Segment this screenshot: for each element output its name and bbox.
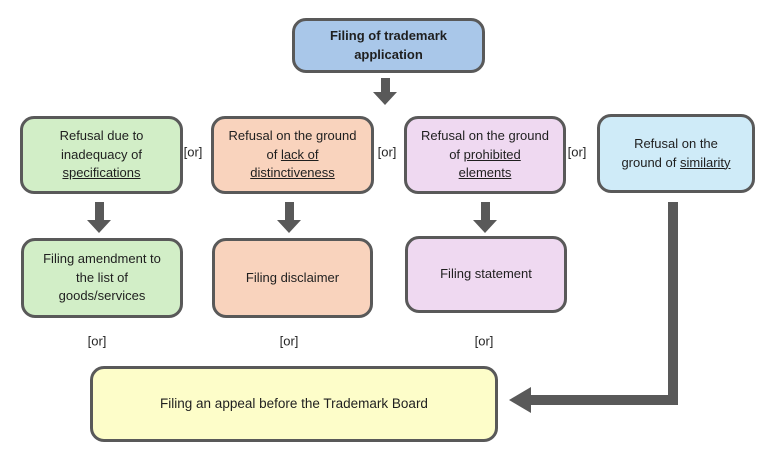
box-text: Filing amendment to the list of goods/se… xyxy=(43,250,161,307)
box-text-line: of prohibited xyxy=(421,146,549,165)
filing-application-box: Filing of trademark application xyxy=(292,18,485,73)
box-text-line: Refusal on the ground xyxy=(421,127,549,143)
arrow-stem xyxy=(380,78,390,92)
box-text-line: Filing of trademark xyxy=(329,27,448,43)
box-text-line: of lack of xyxy=(229,146,357,165)
box-text-line: elements xyxy=(458,165,512,181)
arrow-head-icon xyxy=(473,220,497,233)
arrow-down-from-distinctiveness xyxy=(277,202,301,233)
box-text: Refusal on the ground of lack of distinc… xyxy=(229,127,357,184)
arrow-head-icon xyxy=(87,220,111,233)
or-label: [or] xyxy=(279,333,299,349)
or-label: [or] xyxy=(87,333,107,349)
elbow-arrow-vertical xyxy=(668,202,678,405)
box-text-segment: of xyxy=(266,146,281,162)
box-text-line: Refusal due to xyxy=(59,127,144,143)
filing-amendment-box: Filing amendment to the list of goods/se… xyxy=(21,238,183,318)
arrow-down-from-application xyxy=(373,78,397,105)
or-label: [or] xyxy=(183,144,203,160)
box-text-segment-underlined: prohibited xyxy=(463,146,521,162)
refusal-distinctiveness-box: Refusal on the ground of lack of distinc… xyxy=(211,116,374,194)
box-text-segment: ground of xyxy=(621,154,680,170)
box-text: Filing of trademark application xyxy=(330,27,447,65)
refusal-similarity-box: Refusal on the ground of similarity xyxy=(597,114,755,193)
box-text: Refusal on the ground of prohibited elem… xyxy=(421,127,549,184)
box-text-line: Filing an appeal before the Trademark Bo… xyxy=(160,396,428,412)
box-text-line: the list of xyxy=(75,269,129,285)
filing-disclaimer-box: Filing disclaimer xyxy=(212,238,373,318)
box-text-line: Refusal on the ground xyxy=(228,127,357,143)
box-text-line: Filing amendment to xyxy=(43,250,161,266)
box-text-line: application xyxy=(354,46,423,62)
filing-appeal-box: Filing an appeal before the Trademark Bo… xyxy=(90,366,498,442)
box-text-segment: of xyxy=(449,146,464,162)
arrow-stem xyxy=(94,202,104,220)
box-text-line: Filing statement xyxy=(440,266,532,282)
box-text-line: distinctiveness xyxy=(250,165,335,181)
filing-statement-box: Filing statement xyxy=(405,236,567,313)
box-text-line: Refusal on the xyxy=(634,135,718,151)
box-text-line: goods/services xyxy=(58,288,146,304)
or-label: [or] xyxy=(474,333,494,349)
box-text-segment-underlined: lack of xyxy=(280,146,319,162)
box-text-line: specifications xyxy=(62,165,141,181)
arrow-head-icon xyxy=(277,220,301,233)
arrow-head-left-icon xyxy=(509,387,531,413)
refusal-specifications-box: Refusal due to inadequacy of specificati… xyxy=(20,116,183,194)
box-text: Refusal on the ground of similarity xyxy=(621,135,730,173)
arrow-stem xyxy=(480,202,490,220)
box-text: Refusal due to inadequacy of specificati… xyxy=(60,127,144,184)
refusal-prohibited-box: Refusal on the ground of prohibited elem… xyxy=(404,116,566,194)
or-label: [or] xyxy=(377,144,397,160)
arrow-down-from-specifications xyxy=(87,202,111,233)
box-text-line: ground of similarity xyxy=(621,154,730,173)
arrow-down-from-prohibited xyxy=(473,202,497,233)
or-label: [or] xyxy=(567,144,587,160)
box-text-segment-underlined: similarity xyxy=(679,154,731,170)
arrow-stem xyxy=(284,202,294,220)
box-text-line: inadequacy of xyxy=(61,146,142,162)
box-text-line: Filing disclaimer xyxy=(245,269,340,285)
elbow-arrow-horizontal xyxy=(531,395,678,405)
arrow-head-icon xyxy=(373,92,397,105)
